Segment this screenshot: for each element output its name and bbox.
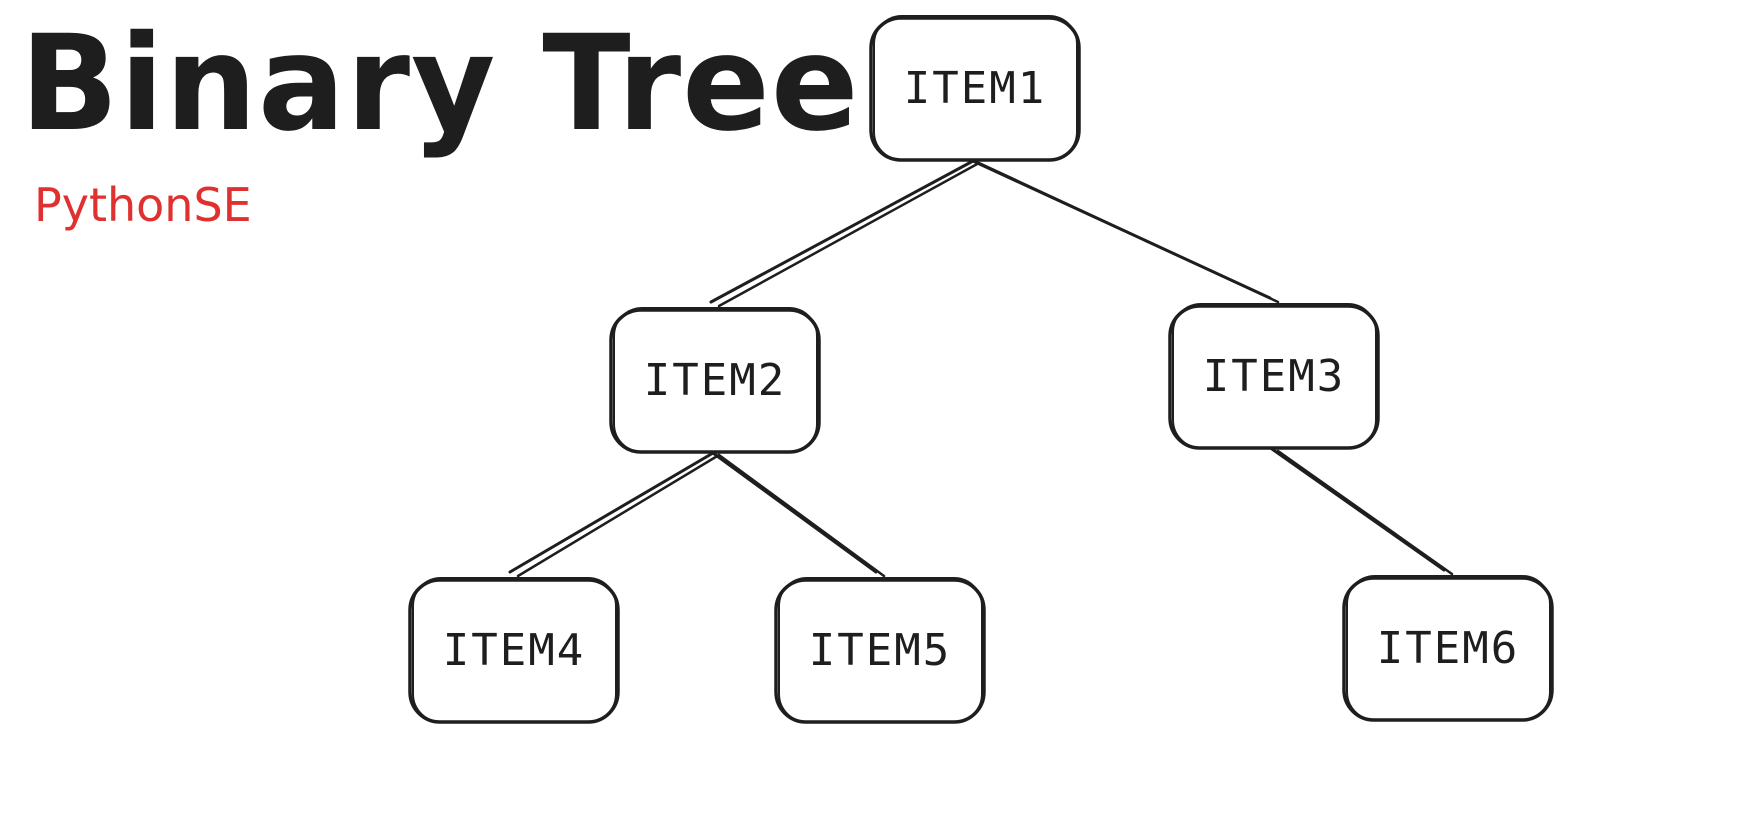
- tree-node-item4: ITEM4: [408, 577, 620, 724]
- node-label-item3: ITEM3: [1203, 351, 1345, 402]
- edge-item3-item6: [1270, 447, 1454, 576]
- tree-node-item2: ITEM2: [609, 307, 821, 454]
- edge-item2-item4: [508, 451, 721, 578]
- diagram-subtitle: PythonSE: [34, 178, 252, 232]
- node-label-item5: ITEM5: [809, 625, 951, 676]
- tree-node-item1: ITEM1: [869, 15, 1081, 162]
- node-label-item2: ITEM2: [644, 355, 786, 406]
- node-label-item4: ITEM4: [443, 625, 585, 676]
- edges-layer: [508, 159, 1454, 578]
- tree-node-item5: ITEM5: [774, 577, 986, 724]
- node-label-item1: ITEM1: [904, 63, 1046, 114]
- node-label-item6: ITEM6: [1377, 623, 1519, 674]
- tree-node-item6: ITEM6: [1342, 575, 1554, 722]
- tree-node-item3: ITEM3: [1168, 303, 1380, 450]
- edge-item1-item3: [971, 159, 1280, 304]
- edge-item1-item2: [709, 159, 981, 308]
- edge-item2-item5: [711, 451, 886, 578]
- diagram-title: Binary Tree: [20, 7, 860, 161]
